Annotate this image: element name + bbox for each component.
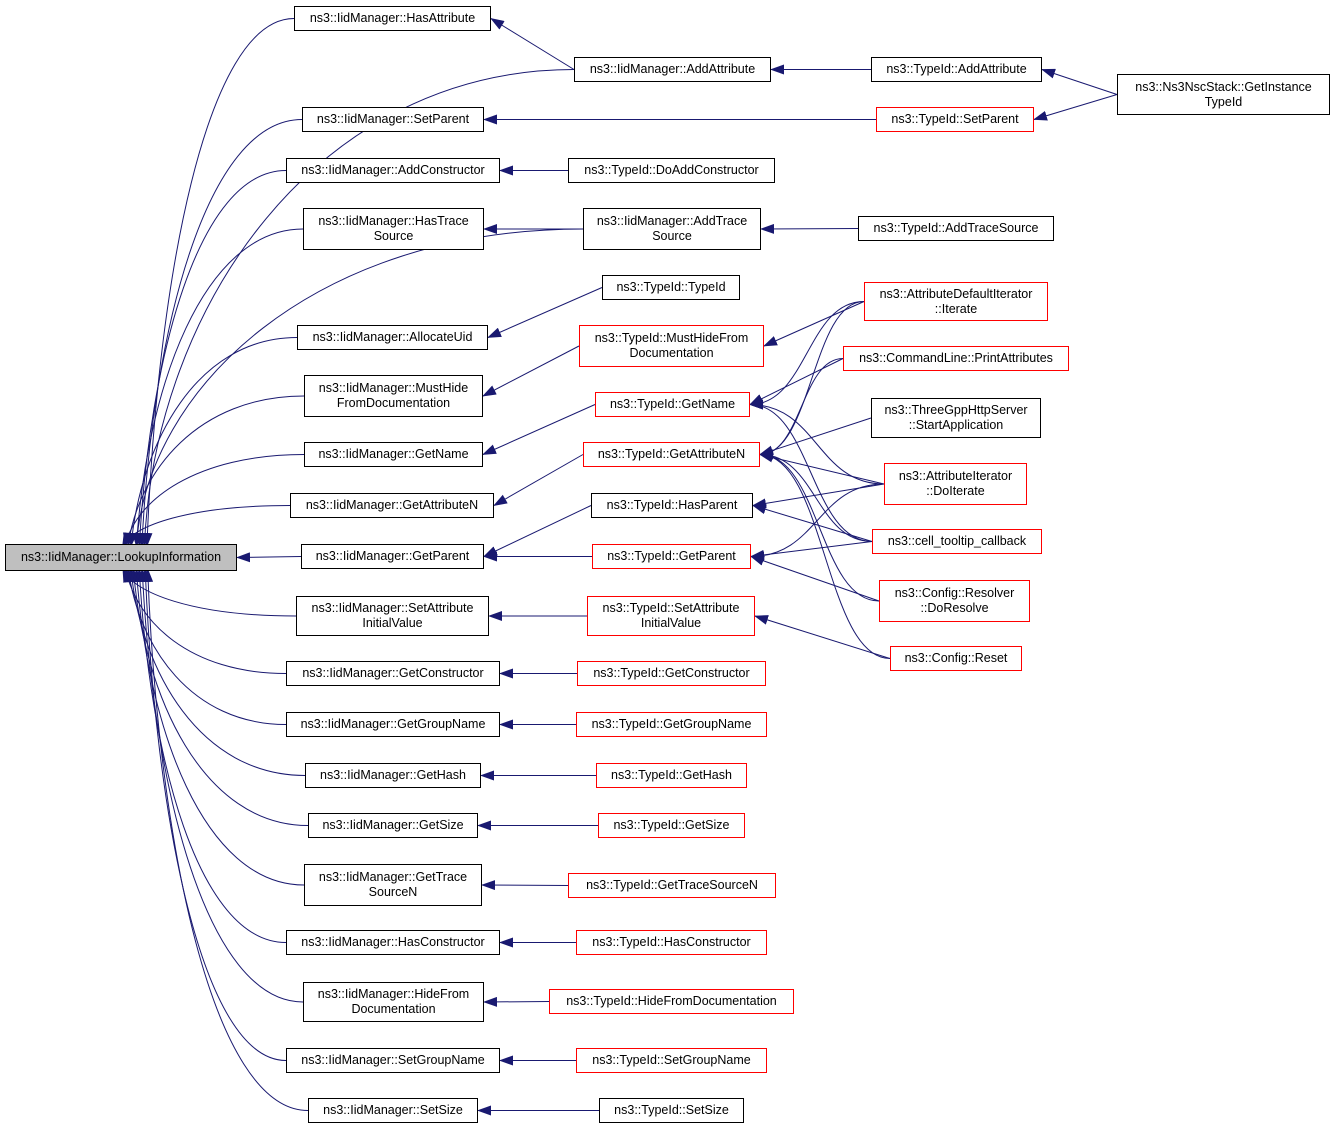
node-m-hastrace[interactable]: ns3::IidManager::HasTrace Source bbox=[303, 208, 484, 250]
edge-reset-to-t-getattrn bbox=[759, 449, 891, 659]
edge-m-setsize-to-lookup bbox=[143, 568, 309, 1111]
node-t-setparent[interactable]: ns3::TypeId::SetParent bbox=[876, 107, 1034, 132]
node-cmdline[interactable]: ns3::CommandLine::PrintAttributes bbox=[843, 346, 1069, 371]
node-lookup[interactable]: ns3::IidManager::LookupInformation bbox=[5, 544, 237, 571]
node-t-addtrace[interactable]: ns3::TypeId::AddTraceSource bbox=[858, 216, 1054, 241]
edge-attrit-to-t-getname bbox=[749, 399, 885, 485]
node-m-hasctor[interactable]: ns3::IidManager::HasConstructor bbox=[286, 930, 500, 955]
edge-m-hidefrom-to-lookup bbox=[137, 568, 304, 1003]
edge-m-setparent-to-lookup bbox=[137, 119, 303, 547]
node-reset[interactable]: ns3::Config::Reset bbox=[890, 646, 1022, 671]
edge-m-addattr-to-lookup bbox=[139, 69, 575, 547]
node-m-addctor[interactable]: ns3::IidManager::AddConstructor bbox=[286, 158, 500, 183]
edge-m-hasctor-to-lookup bbox=[134, 568, 287, 943]
edge-m-getname-to-lookup bbox=[123, 454, 305, 547]
node-t-gettracen[interactable]: ns3::TypeId::GetTraceSourceN bbox=[568, 873, 776, 898]
edge-m-alloc-to-lookup bbox=[127, 337, 298, 547]
edge-t-hasparent-to-m-getparent bbox=[483, 505, 592, 557]
node-attrdef[interactable]: ns3::AttributeDefaultIterator ::Iterate bbox=[864, 282, 1048, 321]
node-m-hasattr[interactable]: ns3::IidManager::HasAttribute bbox=[294, 6, 491, 31]
node-resolver[interactable]: ns3::Config::Resolver ::DoResolve bbox=[879, 580, 1030, 622]
edge-nsc-to-t-addattr bbox=[1041, 68, 1118, 95]
node-m-setparent[interactable]: ns3::IidManager::SetParent bbox=[302, 107, 484, 132]
edge-celltip-to-t-getname bbox=[749, 399, 873, 542]
edge-m-getsize-to-lookup bbox=[129, 568, 309, 826]
node-m-getname[interactable]: ns3::IidManager::GetName bbox=[304, 442, 483, 467]
edge-celltip-to-t-getattrn bbox=[759, 449, 873, 542]
node-t-musthide[interactable]: ns3::TypeId::MustHideFrom Documentation bbox=[579, 325, 764, 367]
node-threegpp[interactable]: ns3::ThreeGppHttpServer ::StartApplicati… bbox=[871, 398, 1041, 438]
edge-t-addtrace-to-m-addtrace bbox=[760, 223, 859, 234]
edge-t-typeid-to-m-alloc bbox=[487, 287, 603, 338]
node-t-doaddctor[interactable]: ns3::TypeId::DoAddConstructor bbox=[568, 158, 775, 183]
edge-resolver-to-t-getparent bbox=[750, 556, 880, 602]
node-m-musthide[interactable]: ns3::IidManager::MustHide FromDocumentat… bbox=[304, 375, 483, 417]
node-t-getgroup[interactable]: ns3::TypeId::GetGroupName bbox=[576, 712, 767, 737]
edge-attrdef-to-t-musthide bbox=[763, 301, 865, 347]
node-nsc[interactable]: ns3::Ns3NscStack::GetInstance TypeId bbox=[1117, 74, 1330, 115]
edge-m-getattrn-to-lookup bbox=[122, 505, 291, 547]
edge-m-musthide-to-lookup bbox=[124, 395, 305, 547]
node-t-getattrn[interactable]: ns3::TypeId::GetAttributeN bbox=[583, 442, 760, 467]
node-t-getsize[interactable]: ns3::TypeId::GetSize bbox=[598, 813, 745, 838]
node-m-getctor[interactable]: ns3::IidManager::GetConstructor bbox=[286, 661, 500, 686]
edge-t-musthide-to-m-musthide bbox=[482, 345, 580, 397]
node-m-addtrace[interactable]: ns3::IidManager::AddTrace Source bbox=[583, 208, 761, 250]
edge-t-getattrn-to-m-getattrn bbox=[493, 454, 584, 506]
node-t-setsize[interactable]: ns3::TypeId::SetSize bbox=[599, 1098, 744, 1123]
node-m-getsize[interactable]: ns3::IidManager::GetSize bbox=[308, 813, 478, 838]
node-t-getctor[interactable]: ns3::TypeId::GetConstructor bbox=[577, 661, 766, 686]
edge-nsc-to-t-setparent bbox=[1033, 94, 1118, 121]
edge-celltip-to-t-getparent bbox=[750, 541, 873, 560]
node-t-getname[interactable]: ns3::TypeId::GetName bbox=[595, 392, 750, 417]
edge-m-hastrace-to-lookup bbox=[132, 228, 304, 547]
edge-m-gettracen-to-lookup bbox=[132, 568, 305, 886]
edge-t-hidefrom-to-m-hidefrom bbox=[483, 996, 550, 1007]
node-m-addattr[interactable]: ns3::IidManager::AddAttribute bbox=[574, 57, 771, 82]
edge-threegpp-to-t-getattrn bbox=[759, 417, 872, 456]
node-t-addattr[interactable]: ns3::TypeId::AddAttribute bbox=[871, 57, 1042, 82]
node-m-getgroup[interactable]: ns3::IidManager::GetGroupName bbox=[286, 712, 500, 737]
node-m-getparent[interactable]: ns3::IidManager::GetParent bbox=[301, 544, 484, 569]
node-m-setattrinit[interactable]: ns3::IidManager::SetAttribute InitialVal… bbox=[296, 596, 489, 636]
node-t-getparent[interactable]: ns3::TypeId::GetParent bbox=[592, 544, 751, 569]
edge-m-getparent-to-lookup bbox=[236, 552, 302, 563]
node-m-setgroup[interactable]: ns3::IidManager::SetGroupName bbox=[286, 1048, 500, 1073]
edge-attrit-to-t-getattrn bbox=[759, 452, 885, 485]
edge-m-addattr-to-m-hasattr bbox=[490, 17, 575, 70]
node-m-alloc[interactable]: ns3::IidManager::AllocateUid bbox=[297, 325, 488, 350]
edge-t-gettracen-to-m-gettracen bbox=[481, 880, 569, 891]
node-m-gettracen[interactable]: ns3::IidManager::GetTrace SourceN bbox=[304, 864, 482, 906]
node-t-gethash[interactable]: ns3::TypeId::GetHash bbox=[596, 763, 747, 788]
node-t-setgroup[interactable]: ns3::TypeId::SetGroupName bbox=[576, 1048, 767, 1073]
edge-cmdline-to-t-getattrn bbox=[759, 358, 844, 460]
node-t-typeid[interactable]: ns3::TypeId::TypeId bbox=[602, 275, 740, 300]
edge-m-getgroup-to-lookup bbox=[125, 568, 287, 725]
node-t-setattrinit[interactable]: ns3::TypeId::SetAttribute InitialValue bbox=[587, 596, 755, 636]
edge-m-addctor-to-lookup bbox=[135, 170, 287, 547]
edge-t-getname-to-m-getname bbox=[482, 404, 596, 455]
node-t-hidefrom[interactable]: ns3::TypeId::HideFromDocumentation bbox=[549, 989, 794, 1014]
edge-m-setgroup-to-lookup bbox=[140, 568, 287, 1061]
node-attrit[interactable]: ns3::AttributeIterator ::DoIterate bbox=[884, 463, 1027, 505]
node-m-hidefrom[interactable]: ns3::IidManager::HideFrom Documentation bbox=[303, 982, 484, 1022]
edge-reset-to-t-setattrinit bbox=[754, 615, 891, 659]
node-t-hasparent[interactable]: ns3::TypeId::HasParent bbox=[591, 493, 753, 518]
node-m-gethash[interactable]: ns3::IidManager::GetHash bbox=[305, 763, 481, 788]
edge-m-gethash-to-lookup bbox=[127, 568, 306, 776]
node-t-hasctor[interactable]: ns3::TypeId::HasConstructor bbox=[576, 930, 767, 955]
node-m-setsize[interactable]: ns3::IidManager::SetSize bbox=[308, 1098, 478, 1123]
edge-resolver-to-t-getattrn bbox=[759, 449, 880, 602]
node-m-getattrn[interactable]: ns3::IidManager::GetAttributeN bbox=[290, 493, 494, 518]
edge-m-hasattr-to-lookup bbox=[142, 18, 295, 547]
edge-attrdef-to-t-getname bbox=[749, 301, 865, 410]
edge-celltip-to-t-hasparent bbox=[752, 504, 873, 542]
edge-cmdline-to-t-getname bbox=[749, 358, 844, 405]
node-celltip[interactable]: ns3::cell_tooltip_callback bbox=[872, 529, 1042, 554]
